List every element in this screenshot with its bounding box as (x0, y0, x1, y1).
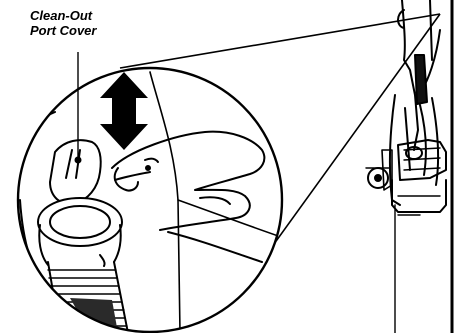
vacuum-side-view (366, 0, 452, 333)
magnified-detail (18, 68, 290, 333)
